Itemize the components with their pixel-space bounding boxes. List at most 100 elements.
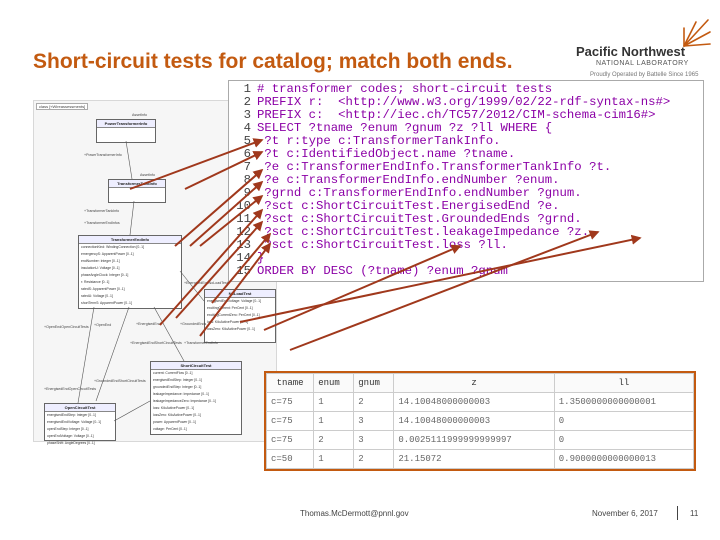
- uml-label: +EnergisedEndOpenCircuitTests: [44, 387, 97, 391]
- code-text: }: [257, 251, 265, 265]
- table-row: c=50 1 2 21.15072 0.9000000000000013: [265, 449, 695, 469]
- uml-attr: leakageImpedance: Impedance [0..1]: [153, 392, 209, 396]
- query-results-table: tname enum gnum z ll c=75 1 2 14.1004800…: [264, 371, 696, 471]
- table-cell: 14.10048000000003: [393, 392, 555, 412]
- table-cell: 1.3500000000000001: [553, 392, 695, 412]
- table-cell: 2: [353, 392, 395, 412]
- uml-attr: connectionKind: WindingConnection [0..1]: [81, 245, 144, 249]
- code-line: 2 PREFIX r: <http://www.w3.org/1999/02/22…: [229, 95, 671, 109]
- code-line: 10 ?sct c:ShortCircuitTest.EnergisedEnd …: [229, 200, 559, 213]
- code-line: 13 ?sct c:ShortCircuitTest.loss ?ll.: [229, 239, 508, 252]
- code-text: ?sct c:ShortCircuitTest.leakageImpedance…: [257, 225, 590, 239]
- uml-attr: loss: KiloActivePower [0..1]: [153, 406, 194, 410]
- uml-label: +EnergisedEndNoLoadTests: [184, 281, 230, 285]
- table-row: c=75 1 3 14.10048000000003 0: [265, 411, 695, 431]
- logo-starburst-icon: [683, 19, 711, 47]
- uml-attr: openEndStep: Integer [0..1]: [47, 427, 89, 431]
- line-number: 1: [243, 82, 251, 96]
- line-number: 15: [236, 264, 251, 278]
- uml-attr: openEndVoltage: Voltage [0..1]: [47, 434, 94, 438]
- uml-class-header: PowerTransformerInfo: [97, 120, 155, 128]
- table-cell: 1: [313, 411, 355, 431]
- code-text: ORDER BY DESC (?tname) ?enum ?gnum: [257, 264, 508, 278]
- pnnl-logo: Pacific Northwest NATIONAL LABORATORY Pr…: [576, 18, 716, 84]
- column-header: tname: [265, 373, 315, 393]
- uml-diagram-title: class [«Wireassessments]: [36, 103, 89, 110]
- code-text: ?e c:TransformerEndInfo.TransformerTankI…: [257, 160, 612, 174]
- logo-subtitle: Proudly Operated by Battelle Since 1965: [590, 72, 699, 78]
- uml-attr: r: Resistance [0..1]: [81, 280, 110, 284]
- column-header: gnum: [353, 373, 395, 393]
- footer-email: Thomas.McDermott@pnnl.gov: [300, 509, 409, 518]
- column-header: ll: [553, 373, 695, 393]
- table-cell: 3: [353, 430, 395, 450]
- uml-attr: energisedEndVoltage: Voltage [0..1]: [47, 420, 101, 424]
- code-line: 5 ?t r:type c:TransformerTankInfo.: [229, 135, 501, 148]
- code-text: ?e c:TransformerEndInfo.endNumber ?enum.: [257, 173, 560, 187]
- code-text: PREFIX r: <http://www.w3.org/1999/02/22-…: [257, 95, 671, 109]
- uml-class-power-transformer-info: PowerTransformerInfo: [96, 119, 156, 143]
- slide-title: Short-circuit tests for catalog; match b…: [33, 50, 513, 73]
- uml-label: +PowerTransformerInfo: [84, 153, 122, 157]
- results-header-row: tname enum gnum z ll: [265, 373, 695, 393]
- uml-attr: phaseAngleClock: Integer [0..1]: [81, 273, 129, 277]
- uml-label: +EnergisedEnd: [136, 322, 161, 326]
- uml-label: +EnergisedEndShortCircuitTests: [130, 341, 182, 345]
- column-header: enum: [313, 373, 355, 393]
- code-text: # transformer codes; short-circuit tests: [257, 82, 553, 96]
- uml-class-header: ShortCircuitTest: [151, 362, 241, 370]
- uml-label: +TransformerEndInfos: [84, 221, 120, 225]
- code-line: 8 ?e c:TransformerEndInfo.endNumber ?enu…: [229, 174, 560, 187]
- uml-label: +GroundedEnds: [180, 322, 207, 326]
- uml-attr: shortTermS: ApparentPower [0..1]: [81, 301, 132, 305]
- uml-class-header: OpenCircuitTest: [45, 404, 115, 412]
- line-number: 2: [243, 95, 251, 109]
- uml-class-open-circuit-test: OpenCircuitTest energisedEndStep: Intege…: [44, 403, 116, 445]
- page-number: 11: [690, 509, 699, 518]
- table-cell: c=75: [265, 430, 315, 450]
- uml-class-header: TransformerEndInfo: [79, 236, 181, 244]
- uml-attr: voltage: PerCent [0..1]: [153, 427, 187, 431]
- table-cell: 21.15072: [393, 449, 555, 469]
- table-cell: 14.10048000000003: [393, 411, 555, 431]
- uml-attr: energisedEndStep: Integer [0..1]: [47, 413, 96, 417]
- uml-label: +TransformerEndInfo: [184, 341, 218, 345]
- footer-date: November 6, 2017: [592, 509, 658, 518]
- table-cell: c=75: [265, 411, 315, 431]
- uml-attr: groundedEndStep: Integer [0..1]: [153, 385, 202, 389]
- table-cell: 3: [353, 411, 395, 431]
- table-cell: 0.9000000000000013: [553, 449, 695, 469]
- uml-label: +TransformerTankInfo: [84, 209, 120, 213]
- code-line: 11 ?sct c:ShortCircuitTest.GroundedEnds …: [229, 212, 582, 226]
- code-line: 15 ORDER BY DESC (?tname) ?enum ?gnum: [229, 265, 508, 278]
- uml-class-short-circuit-test: ShortCircuitTest current: CurrentFlow [0…: [150, 361, 242, 435]
- table-row: c=75 1 2 14.10048000000003 1.35000000000…: [265, 392, 695, 412]
- uml-attr: energisedEndStep: Integer [0..1]: [153, 378, 202, 382]
- sparql-query-panel: 1 # transformer codes; short-circuit test…: [228, 80, 704, 282]
- code-text: ?sct c:ShortCircuitTest.GroundedEnds ?gr…: [257, 212, 582, 226]
- uml-label: AssetInfo: [140, 173, 155, 177]
- logo-lab: NATIONAL LABORATORY: [596, 60, 689, 67]
- uml-attr: leakageImpedanceZero: Impedance [0..1]: [153, 399, 216, 403]
- code-line: 1 # transformer codes; short-circuit test…: [229, 82, 553, 96]
- logo-name: Pacific Northwest: [576, 44, 686, 59]
- uml-label: +GroundedEndShortCircuitTests: [94, 379, 146, 383]
- uml-attr: current: CurrentFlow [0..1]: [153, 371, 193, 375]
- table-cell: 2: [313, 430, 355, 450]
- code-text: ?t c:IdentifiedObject.name ?tname.: [257, 147, 516, 161]
- uml-label: +OpenEnd: [94, 323, 112, 327]
- table-cell: 0.0025111999999999997: [393, 430, 555, 450]
- table-cell: 2: [353, 449, 395, 469]
- uml-attr: insulationU: Voltage [0..1]: [81, 266, 120, 270]
- uml-attr: lossZero: KiloActivePower [0..1]: [153, 413, 201, 417]
- uml-label: +OpenEndOpenCircuitTests: [44, 325, 89, 329]
- code-text: ?t r:type c:TransformerTankInfo.: [257, 134, 501, 148]
- uml-attr: endNumber: Integer [0..1]: [81, 259, 120, 263]
- table-cell: c=50: [265, 449, 315, 469]
- uml-attr: ratedU: Voltage [0..1]: [81, 294, 113, 298]
- footer-separator: [677, 506, 678, 520]
- table-row: c=75 2 3 0.0025111999999999997 0: [265, 430, 695, 450]
- code-text: PREFIX c: <http://iec.ch/TC57/2012/CIM-s…: [257, 108, 656, 122]
